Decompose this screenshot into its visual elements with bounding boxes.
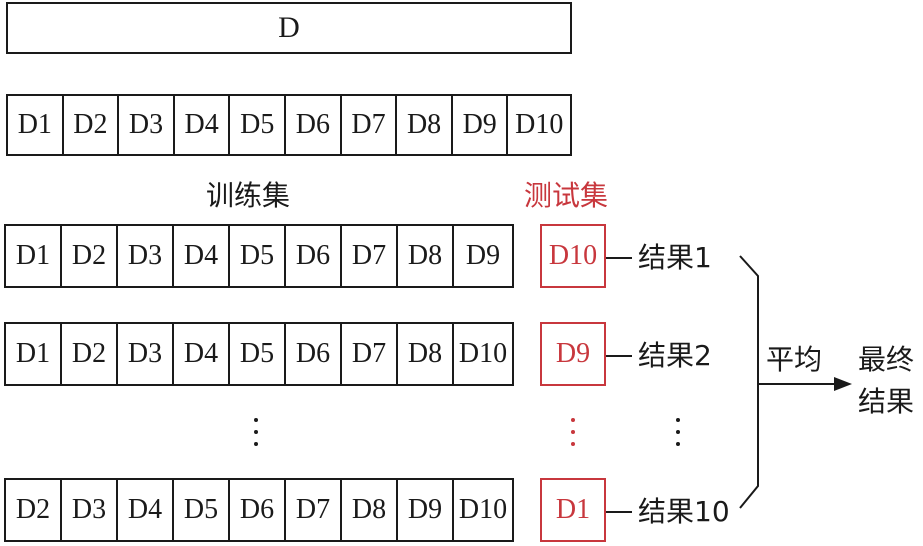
final-result-label-line2: 结果 (858, 385, 915, 418)
train-cell: D4 (174, 226, 230, 286)
train-cell: D9 (465, 240, 501, 271)
train-cell: D7 (342, 226, 398, 286)
fold-2-result-label: 结果2 (638, 339, 712, 372)
train-cell: D3 (62, 480, 118, 540)
split-cell: D2 (64, 96, 120, 154)
fold-1-result-label: 结果1 (638, 241, 712, 274)
train-cell: D7 (286, 480, 342, 540)
test-ellipsis (571, 418, 575, 454)
train-cell: D8 (342, 480, 398, 540)
split-row: D1 D2 D3 D4 D5 D6 D7 D8 D9 D10 (6, 94, 572, 156)
train-cell: D9 (398, 480, 454, 540)
train-cell: D8 (398, 226, 454, 286)
fold-10-result-label: 结果10 (638, 495, 730, 528)
train-cell: D2 (62, 226, 118, 286)
split-cell: D8 (397, 96, 453, 154)
train-cell: D1 (6, 324, 62, 384)
average-arrow-head (834, 377, 852, 391)
test-set-label: 测试集 (524, 179, 609, 212)
split-cell: D6 (286, 96, 342, 154)
train-cell: D4 (118, 480, 174, 540)
split-cell: D10 (515, 109, 564, 140)
train-cell: D3 (118, 226, 174, 286)
split-cell: D9 (453, 96, 509, 154)
average-label: 平均 (766, 343, 823, 376)
full-dataset-label: D (278, 11, 300, 44)
train-cell: D6 (286, 226, 342, 286)
train-cell: D1 (6, 226, 62, 286)
train-cell: D3 (118, 324, 174, 384)
train-cell: D5 (230, 226, 286, 286)
full-dataset-box: D (6, 2, 572, 54)
aggregation-brace (739, 255, 759, 509)
split-cell: D7 (342, 96, 398, 154)
final-result-label-line1: 最终 (858, 343, 915, 376)
split-cell: D1 (8, 96, 64, 154)
train-set-label: 训练集 (206, 179, 291, 212)
train-cell: D2 (62, 324, 118, 384)
fold-2-train-row: D1 D2 D3 D4 D5 D6 D7 D8 D10 (4, 322, 514, 386)
fold-10-test-cell: D1 (540, 478, 606, 542)
split-cell: D4 (175, 96, 231, 154)
split-cell: D5 (230, 96, 287, 154)
train-cell: D5 (174, 480, 230, 540)
train-cell: D4 (174, 324, 230, 384)
train-cell: D10 (458, 338, 508, 369)
fold-1-test-cell: D10 (540, 224, 606, 288)
fold-2-test-cell: D9 (540, 322, 606, 386)
fold-10-train-row: D2 D3 D4 D5 D6 D7 D8 D9 D10 (4, 478, 514, 542)
result-ellipsis (676, 418, 680, 454)
train-cell: D5 (230, 324, 286, 384)
train-cell: D8 (398, 324, 454, 384)
train-cell: D6 (230, 480, 286, 540)
fold-1-train-row: D1 D2 D3 D4 D5 D6 D7 D8 D9 (4, 224, 514, 288)
train-cell: D2 (6, 480, 62, 540)
train-ellipsis (254, 418, 258, 454)
train-cell: D10 (458, 494, 508, 525)
train-cell: D6 (286, 324, 342, 384)
split-cell: D3 (119, 96, 175, 154)
train-cell: D7 (342, 324, 398, 384)
